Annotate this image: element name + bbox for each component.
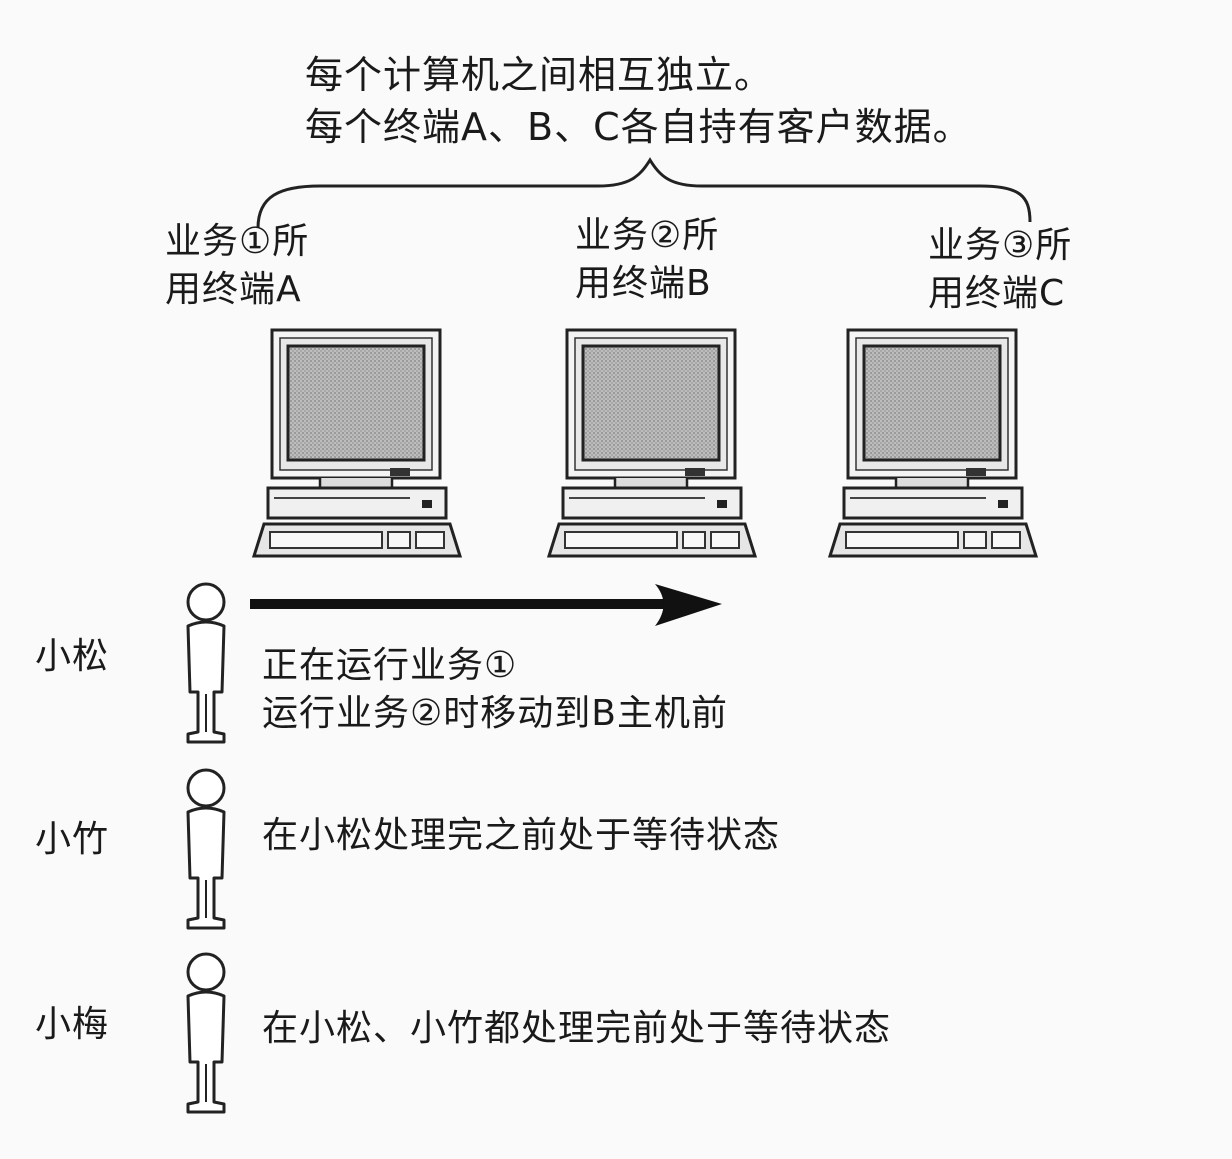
person-kotake-figure-icon (186, 768, 226, 930)
header-line-2: 每个终端A、B、C各自持有客户数据。 (305, 105, 972, 149)
terminal-c-computer-icon (828, 328, 1038, 558)
person-komatsu-desc: 正在运行业务① 运行业务②时移动到B主机前 (262, 642, 728, 738)
person-kotake-name: 小竹 (35, 819, 110, 860)
terminal-c-label: 业务③所 用终端C (928, 222, 1072, 318)
person-koume-desc: 在小松、小竹都处理完前处于等待状态 (262, 1008, 892, 1049)
terminal-c-label-line2: 用终端C (928, 273, 1066, 314)
terminal-a-label-line1: 业务①所 (165, 221, 310, 262)
person-komatsu-desc-line2: 运行业务②时移动到B主机前 (262, 693, 728, 734)
header-line-1: 每个计算机之间相互独立。 (305, 53, 774, 97)
terminal-b-label-line1: 业务②所 (575, 215, 720, 256)
person-komatsu-desc-line1: 正在运行业务① (262, 645, 518, 686)
brace-path (256, 157, 1032, 229)
terminal-b-label-line2: 用终端B (575, 263, 712, 304)
terminal-a-label-line2: 用终端A (165, 269, 302, 310)
person-komatsu-figure-icon (186, 582, 226, 744)
terminal-a-label: 业务①所 用终端A (165, 218, 309, 314)
terminal-a-computer-icon (252, 328, 462, 558)
person-koume-figure-icon (186, 952, 226, 1114)
person-kotake-desc: 在小松处理完之前处于等待状态 (262, 815, 781, 856)
terminal-b-computer-icon (547, 328, 757, 558)
person-koume-name: 小梅 (35, 1004, 110, 1045)
terminal-b-label: 业务②所 用终端B (575, 212, 719, 308)
person-komatsu-name: 小松 (35, 636, 110, 677)
terminal-c-label-line1: 业务③所 (928, 225, 1073, 266)
